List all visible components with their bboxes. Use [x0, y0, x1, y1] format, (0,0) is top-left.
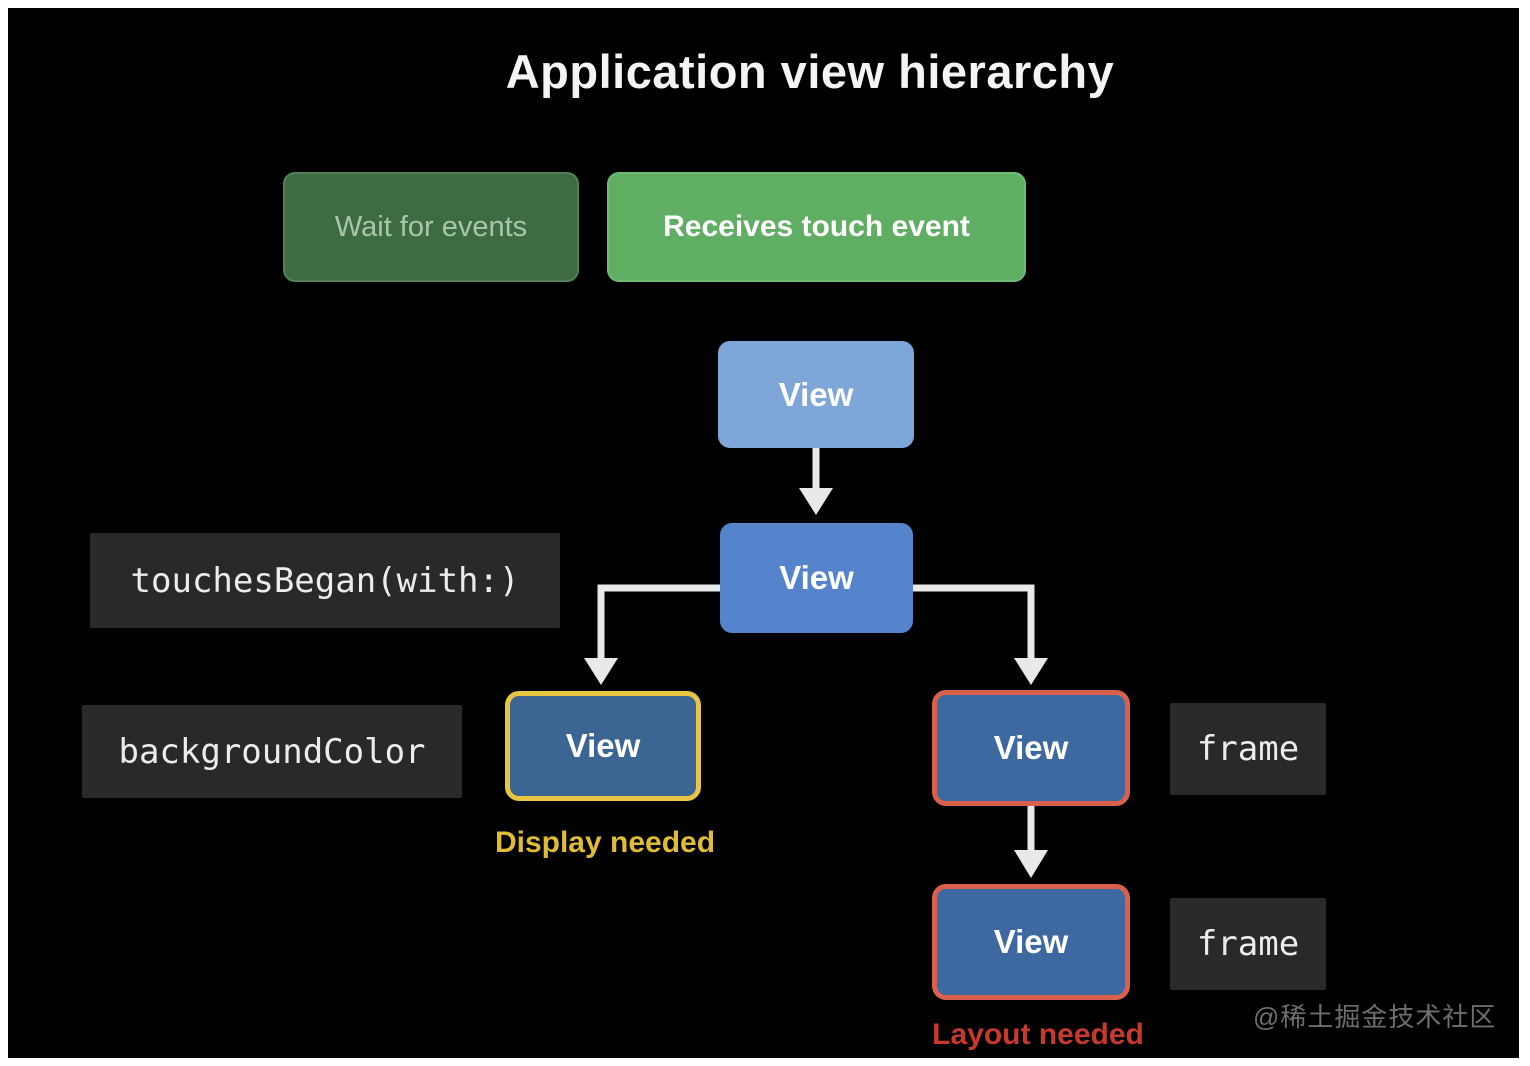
code-text: touchesBegan(with:) — [130, 560, 520, 601]
wait-for-events-box: Wait for events — [283, 172, 579, 282]
receives-touch-event-label: Receives touch event — [663, 210, 970, 243]
view-node-layout-needed: View — [932, 690, 1130, 806]
view-node-child: View — [720, 523, 913, 633]
view-node-label: View — [779, 559, 854, 596]
arrow-root-to-child — [799, 448, 833, 515]
view-node-label: View — [993, 923, 1069, 960]
frame-label-top: frame — [1170, 703, 1326, 795]
layout-needed-annotation: Layout needed — [932, 1018, 1144, 1051]
community-watermark: @稀土掘金技术社区 — [1253, 1002, 1497, 1032]
touches-began-label: touchesBegan(with:) — [90, 533, 560, 628]
arrow-layout-to-sublayout — [1014, 806, 1048, 878]
view-node-root: View — [718, 341, 914, 448]
code-text: backgroundColor — [118, 731, 426, 772]
frame-label-bottom: frame — [1170, 898, 1326, 990]
wait-for-events-label: Wait for events — [334, 210, 528, 243]
view-node-label: View — [565, 727, 641, 764]
view-node-label: View — [778, 375, 854, 413]
view-node-layout-needed-child: View — [932, 884, 1130, 1000]
background-color-label: backgroundColor — [82, 705, 462, 798]
view-node-label: View — [993, 729, 1069, 766]
view-node-display-needed: View — [505, 691, 701, 801]
code-text: frame — [1196, 729, 1300, 769]
display-needed-annotation: Display needed — [494, 826, 716, 859]
arrow-child-to-layout — [913, 584, 1048, 685]
code-text: frame — [1196, 924, 1300, 964]
arrow-child-to-display — [584, 584, 720, 685]
page-title: Application view hierarchy — [505, 45, 1115, 98]
receives-touch-event-box: Receives touch event — [607, 172, 1026, 282]
